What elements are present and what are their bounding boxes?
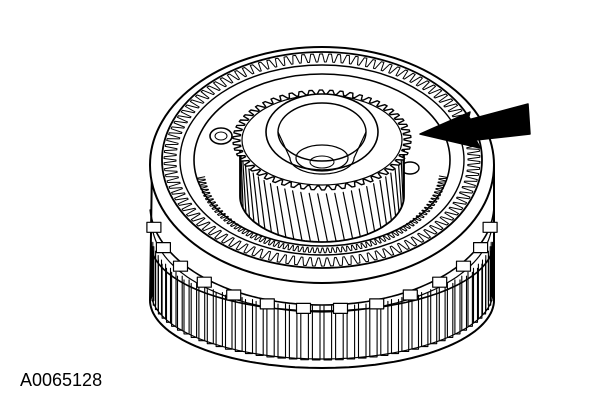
spline-tooth — [224, 294, 233, 350]
spline-tooth — [401, 296, 410, 353]
sun-tooth-line — [394, 168, 400, 213]
drum-tab — [455, 260, 472, 272]
sun-tooth-line — [358, 188, 369, 235]
drum-tab — [482, 221, 498, 233]
sun-tooth-line — [292, 190, 303, 242]
spline-tooth — [411, 294, 420, 350]
drum-tab — [402, 289, 418, 301]
spline-tooth — [335, 305, 344, 361]
drum-step-edge — [149, 209, 495, 306]
spline-tooth — [266, 302, 275, 358]
figure-reference-code: A0065128 — [20, 370, 103, 390]
spline-tooth — [234, 296, 243, 353]
spline-tooth — [176, 275, 183, 331]
carrier-pin-hole — [209, 127, 233, 145]
sun-tooth-line — [373, 183, 382, 229]
drum-splines — [150, 241, 494, 361]
spline-tooth — [461, 275, 468, 331]
hub-bore-bottom — [295, 144, 349, 172]
spline-tooth — [390, 299, 400, 355]
spline-tooth — [446, 282, 454, 338]
spline-tooth — [369, 302, 378, 358]
sun-tooth-line — [334, 192, 345, 241]
spline-tooth — [165, 267, 172, 323]
spline-tooth — [472, 267, 479, 323]
sun-tooth-line — [325, 193, 337, 242]
drum-tab — [432, 276, 448, 288]
sun-tooth-line — [317, 193, 329, 243]
spline-tooth — [380, 300, 389, 356]
spline-tooth — [244, 299, 254, 355]
spline-tooth — [311, 305, 321, 361]
arrow-head-and-shaft — [419, 103, 531, 149]
drum-tab — [259, 298, 275, 310]
sun-tooth-line — [276, 186, 287, 238]
spline-tooth — [206, 289, 214, 345]
sun-tooth-line — [385, 176, 392, 222]
spline-tooth — [198, 286, 206, 342]
spline-tooth — [171, 271, 177, 327]
sun-tooth-line — [300, 191, 311, 243]
spline-tooth — [421, 292, 429, 348]
drum-tabs — [146, 221, 498, 314]
spline-tooth — [190, 282, 198, 338]
sun-tooth-line — [400, 159, 404, 204]
sun-tooth-line — [342, 191, 354, 240]
sun-tooth-line — [308, 192, 320, 243]
spline-top-edge — [150, 243, 494, 312]
sun-tooth-line — [263, 179, 272, 233]
sun-tooth-line — [390, 172, 397, 217]
hub-bore-rim — [277, 102, 367, 162]
center-hub — [265, 93, 379, 175]
spline-tooth — [357, 303, 367, 359]
spline-tooth — [454, 279, 461, 335]
carrier-pin — [214, 131, 228, 141]
spline-tooth — [346, 304, 356, 360]
sun-tooth-line — [284, 188, 295, 240]
drum-tab — [155, 242, 171, 254]
sun-tooth-line — [252, 172, 260, 227]
spline-tooth — [323, 305, 333, 361]
sun-tooth-line — [350, 190, 361, 238]
sun-tooth-line — [242, 159, 247, 214]
drum-tab — [172, 260, 189, 272]
sun-tooth-line — [398, 163, 403, 208]
sun-gear-helical-teeth — [239, 149, 405, 243]
spline-tooth — [438, 286, 446, 342]
carrier-lower-teeth — [197, 175, 447, 254]
sun-tooth-line — [379, 179, 388, 225]
hub-bore-wall — [277, 131, 367, 175]
spline-tooth — [430, 289, 438, 345]
drum-tab — [146, 221, 162, 233]
spline-tooth — [300, 305, 309, 361]
sun-tooth-line — [366, 186, 376, 232]
spline-tooth — [467, 271, 473, 327]
arrow-left-icon — [419, 103, 531, 149]
drum-tab — [226, 289, 242, 301]
drum-tab — [473, 242, 489, 254]
spline-tooth — [255, 300, 264, 356]
spline-tooth — [277, 303, 287, 359]
drum-tab — [369, 298, 385, 310]
sun-tooth-line — [257, 176, 266, 230]
spline-tooth — [490, 241, 494, 297]
hub-bore-inner — [309, 155, 335, 169]
spline-tooth — [288, 304, 298, 360]
spline-bottom-edge — [150, 291, 494, 360]
drum-tab — [295, 302, 312, 314]
spline-tooth — [215, 292, 223, 348]
sun-tooth-line — [244, 163, 251, 219]
drum-tab — [332, 302, 349, 314]
sun-tooth-line — [248, 168, 255, 223]
sun-tooth-line — [269, 183, 279, 236]
sun-tooth-line — [240, 154, 244, 210]
spline-tooth — [183, 279, 190, 335]
drum-tab — [196, 276, 212, 288]
